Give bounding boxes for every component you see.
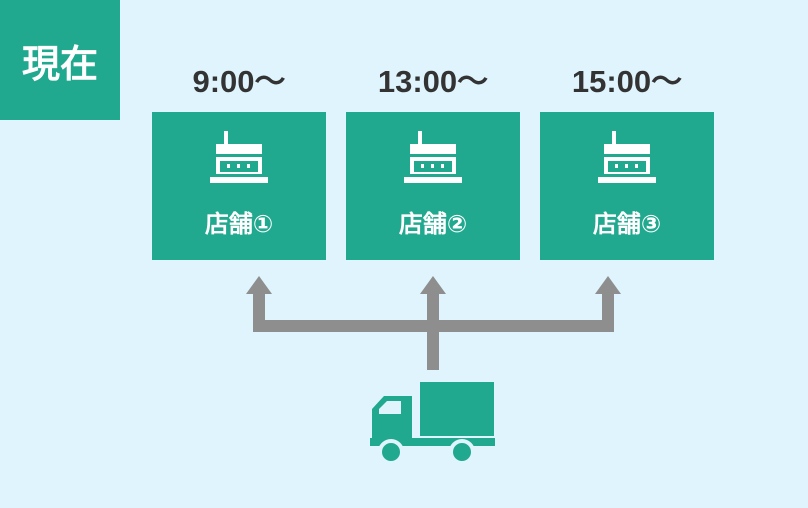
store-building-icon — [404, 131, 462, 183]
time-label-3: 15:00〜 — [571, 64, 683, 99]
store-box-2: 店舗② — [346, 112, 520, 260]
arrow-shaft-2 — [427, 290, 439, 370]
arrow-shaft-1 — [253, 290, 265, 332]
arrow-head-2 — [420, 276, 446, 294]
store-building-icon — [598, 131, 656, 183]
store-label-1: 店舗① — [204, 210, 274, 238]
arrow-head-3 — [595, 276, 621, 294]
store-box-3: 店舗③ — [540, 112, 714, 260]
arrow-shaft-3 — [602, 290, 614, 332]
time-label-2: 13:00〜 — [377, 64, 489, 99]
delivery-truck-icon — [370, 382, 495, 465]
arrow-head-1 — [246, 276, 272, 294]
badge-label: 現在 — [21, 41, 98, 86]
status-badge: 現在 — [0, 0, 120, 120]
time-label-1: 9:00〜 — [192, 64, 286, 99]
store-box-1: 店舗① — [152, 112, 326, 260]
store-building-icon — [210, 131, 268, 183]
store-label-3: 店舗③ — [592, 210, 662, 238]
store-label-2: 店舗② — [398, 210, 468, 238]
